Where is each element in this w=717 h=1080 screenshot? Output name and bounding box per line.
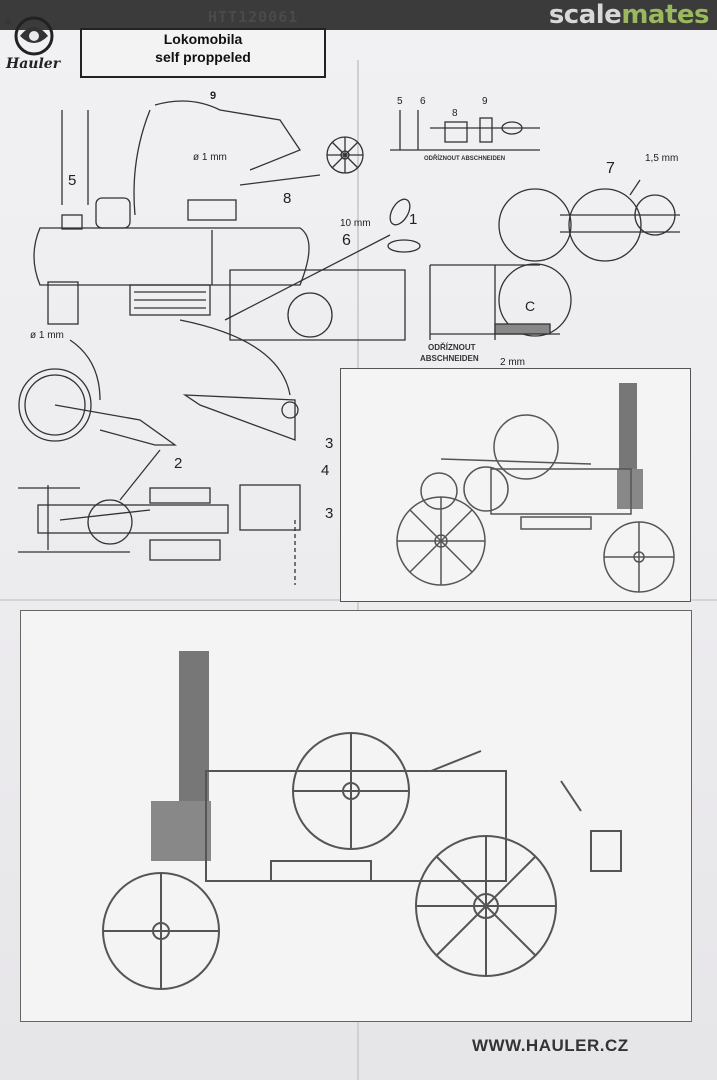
small-label-8: 8 bbox=[452, 108, 458, 119]
small-label-9: 9 bbox=[482, 96, 488, 107]
part-label-3a: 3 bbox=[325, 435, 334, 452]
dim-1-5mm: 1,5 mm bbox=[645, 153, 679, 164]
model-photo-small bbox=[340, 368, 691, 602]
svg-text:®: ® bbox=[4, 17, 12, 26]
title-line-2: self proppeled bbox=[155, 49, 251, 65]
part-label-8: 8 bbox=[283, 190, 292, 207]
scalemates-watermark: scalemates bbox=[548, 0, 710, 30]
title-box: Lokomobila self proppeled bbox=[80, 28, 326, 78]
logo-text: Hauler bbox=[6, 56, 61, 72]
hauler-logo: ® Hauler bbox=[2, 12, 72, 74]
small-label-5: 5 bbox=[397, 96, 403, 107]
lokomobila-photo-large bbox=[102, 651, 622, 990]
part-label-7: 7 bbox=[606, 160, 615, 177]
cut-label-cz: ODŘÍZNOUT bbox=[428, 343, 476, 352]
dim-1mm-left: ø 1 mm bbox=[30, 330, 64, 341]
part-label-9: 9 bbox=[210, 90, 217, 102]
part-label-c: C bbox=[525, 298, 536, 314]
product-code: HTT120061 bbox=[208, 8, 299, 26]
part-label-2: 2 bbox=[174, 455, 183, 472]
part-label-1: 1 bbox=[409, 211, 418, 228]
dim-10mm: 10 mm bbox=[340, 218, 371, 229]
logo-emblem-icon: ® bbox=[4, 16, 54, 56]
part-label-5: 5 bbox=[68, 172, 77, 189]
dim-2mm: 2 mm bbox=[500, 357, 525, 368]
title-line-1: Lokomobila bbox=[163, 31, 243, 47]
watermark-bar: scalemates bbox=[0, 0, 717, 30]
cut-label-de: ABSCHNEIDEN bbox=[420, 354, 479, 363]
part-label-6: 6 bbox=[342, 232, 351, 249]
lokomobila-photo-small bbox=[396, 383, 675, 593]
cut-label-top: ODŘÍZNOUT ABSCHNEIDEN bbox=[424, 156, 506, 162]
model-photo-large bbox=[20, 610, 692, 1022]
footer-url[interactable]: WWW.HAULER.CZ bbox=[472, 1036, 629, 1055]
dim-1mm-top: ø 1 mm bbox=[193, 152, 227, 163]
small-label-6: 6 bbox=[420, 96, 426, 107]
part-label-4: 4 bbox=[321, 462, 330, 479]
part-label-3b: 3 bbox=[325, 505, 334, 522]
